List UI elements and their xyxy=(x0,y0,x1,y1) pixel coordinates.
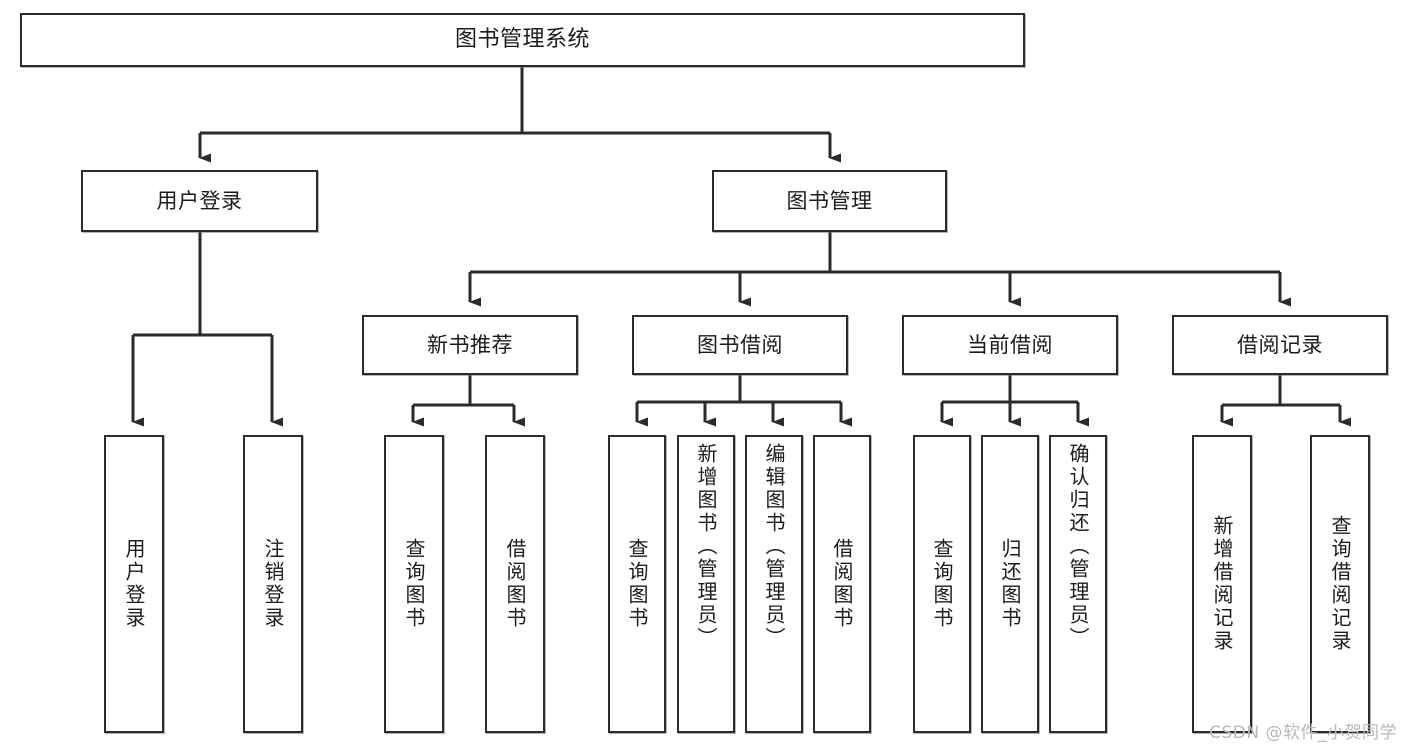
leaf-current-confirm-return-admin[interactable]: 确认归还（管理员） xyxy=(1049,435,1107,733)
node-label: 借阅图书 xyxy=(830,538,854,630)
leaf-user-login[interactable]: 用户登录 xyxy=(104,435,164,733)
node-label: 确认归还（管理员） xyxy=(1066,443,1090,650)
node-label: 查询图书 xyxy=(625,538,649,630)
node-root-book-management-system[interactable]: 图书管理系统 xyxy=(20,13,1025,67)
node-label: 编辑图书（管理员） xyxy=(762,443,786,650)
node-borrow-records[interactable]: 借阅记录 xyxy=(1172,315,1388,375)
node-label: 查询借阅记录 xyxy=(1328,515,1352,653)
node-label: 借阅记录 xyxy=(1237,332,1323,357)
node-new-book-recommend[interactable]: 新书推荐 xyxy=(362,315,578,375)
node-label: 注销登录 xyxy=(261,538,285,630)
leaf-borrow-add-book-admin[interactable]: 新增图书（管理员） xyxy=(677,435,735,733)
leaf-borrow-edit-book-admin[interactable]: 编辑图书（管理员） xyxy=(745,435,803,733)
leaf-record-add-borrow-record[interactable]: 新增借阅记录 xyxy=(1192,435,1252,733)
node-user-login[interactable]: 用户登录 xyxy=(81,170,318,232)
leaf-new-book-borrow-book[interactable]: 借阅图书 xyxy=(485,435,545,733)
watermark-text: CSDN @软件_小贺同学 xyxy=(1209,723,1397,743)
leaf-new-book-query-book[interactable]: 查询图书 xyxy=(384,435,444,733)
leaf-borrow-borrow-book[interactable]: 借阅图书 xyxy=(813,435,871,733)
node-label: 新增借阅记录 xyxy=(1210,515,1234,653)
node-label: 查询图书 xyxy=(930,538,954,630)
node-label: 图书借阅 xyxy=(697,332,783,357)
node-label: 查询图书 xyxy=(402,538,426,630)
node-label: 归还图书 xyxy=(998,538,1022,630)
node-label: 图书管理系统 xyxy=(454,27,590,53)
node-label: 图书管理 xyxy=(786,188,873,213)
leaf-record-query-borrow-record[interactable]: 查询借阅记录 xyxy=(1310,435,1370,733)
leaf-current-query-book[interactable]: 查询图书 xyxy=(913,435,971,733)
leaf-logout-login[interactable]: 注销登录 xyxy=(243,435,303,733)
node-label: 用户登录 xyxy=(122,538,146,630)
leaf-current-return-book[interactable]: 归还图书 xyxy=(981,435,1039,733)
node-book-borrow[interactable]: 图书借阅 xyxy=(632,315,848,375)
leaf-borrow-query-book[interactable]: 查询图书 xyxy=(608,435,666,733)
node-label: 新增图书（管理员） xyxy=(694,443,718,650)
node-label: 用户登录 xyxy=(156,188,243,213)
node-label: 借阅图书 xyxy=(503,538,527,630)
node-label: 当前借阅 xyxy=(967,332,1053,357)
node-label: 新书推荐 xyxy=(427,332,513,357)
node-current-borrow[interactable]: 当前借阅 xyxy=(902,315,1118,375)
node-book-management[interactable]: 图书管理 xyxy=(712,170,947,232)
